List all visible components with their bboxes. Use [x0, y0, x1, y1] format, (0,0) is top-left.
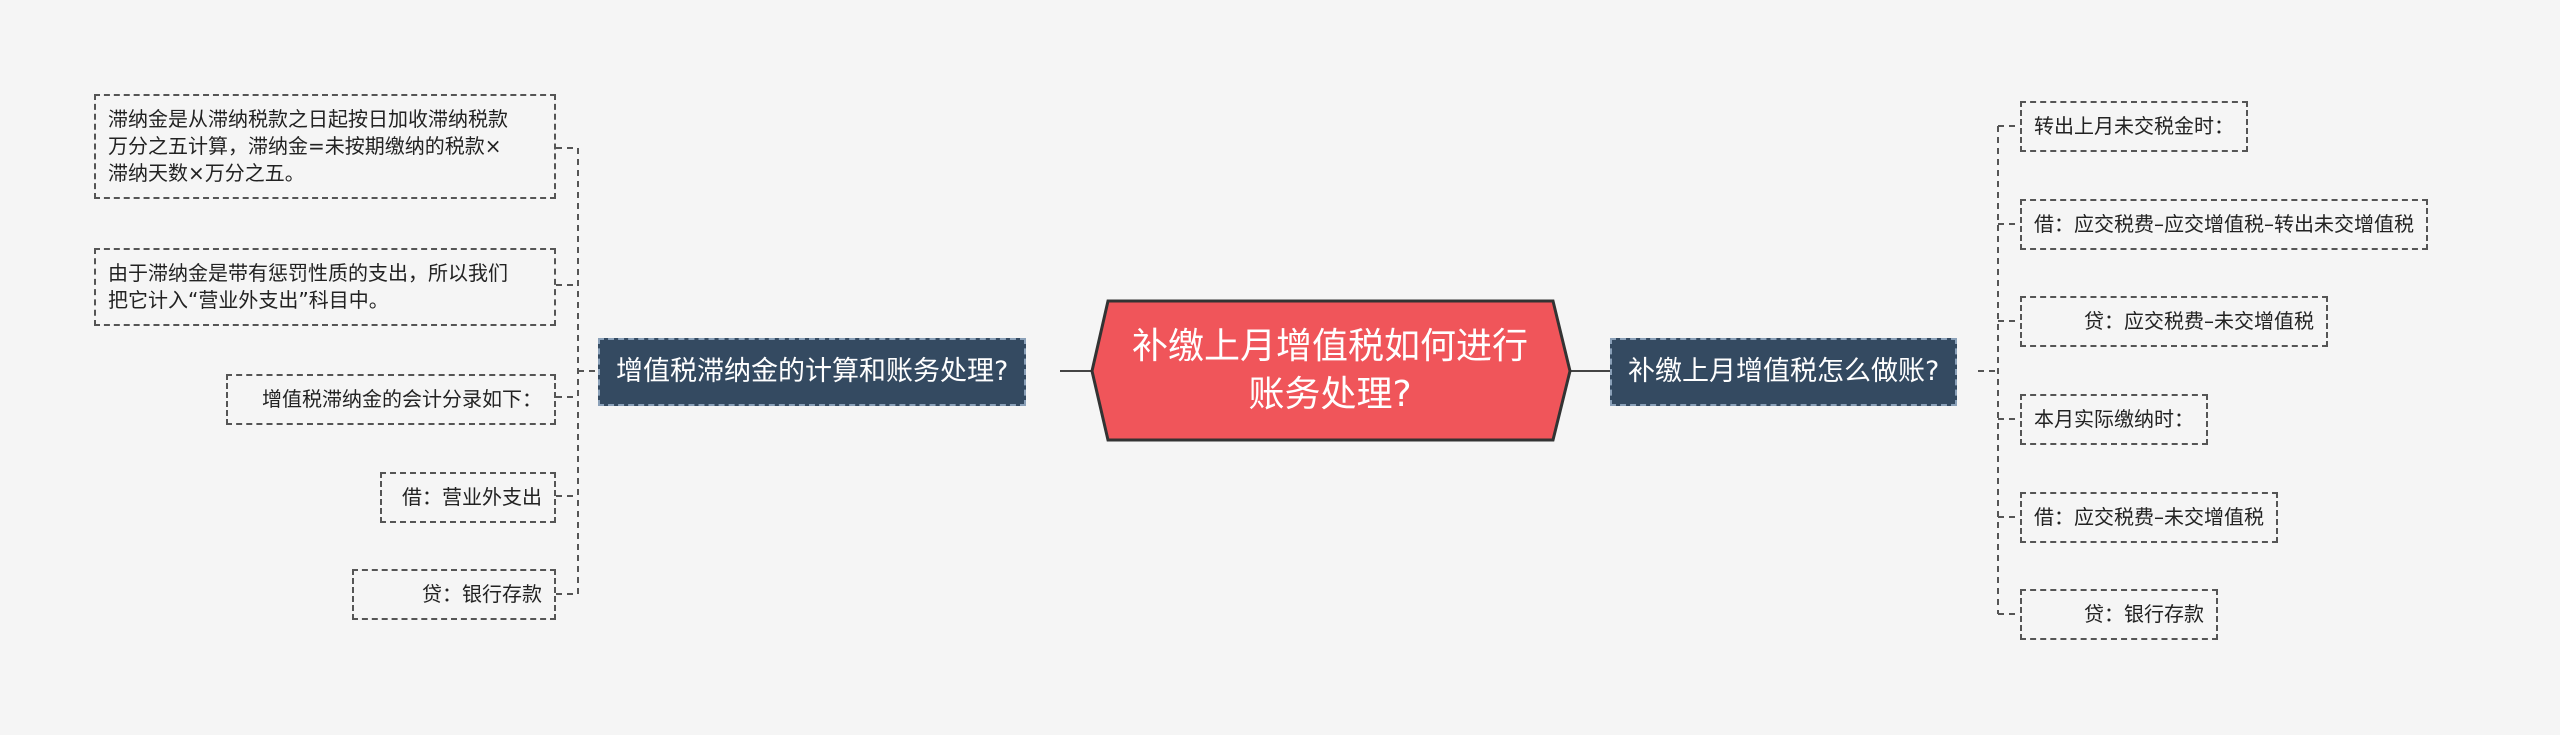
leaf-right-6-text: 贷：银行存款	[2084, 602, 2204, 626]
leaf-left-2-text: 由于滞纳金是带有惩罚性质的支出，所以我们 把它计入“营业外支出”科目中。	[108, 261, 508, 312]
leaf-right-2-text: 借：应交税费–应交增值税–转出未交增值税	[2034, 212, 2414, 236]
leaf-left-5-text: 贷：银行存款	[422, 582, 542, 606]
leaf-left-4[interactable]: 借：营业外支出	[380, 472, 556, 523]
leaf-right-4[interactable]: 本月实际缴纳时：	[2020, 394, 2208, 445]
leaf-left-3-text: 增值税滞纳金的会计分录如下：	[262, 387, 542, 411]
root-node[interactable]: 补缴上月增值税如何进行 账务处理?	[1090, 302, 1570, 440]
leaf-right-5[interactable]: 借：应交税费–未交增值税	[2020, 492, 2278, 543]
leaf-right-3[interactable]: 贷：应交税费–未交增值税	[2020, 296, 2328, 347]
leaf-right-4-text: 本月实际缴纳时：	[2034, 407, 2194, 431]
leaf-right-1-text: 转出上月未交税金时：	[2034, 114, 2234, 138]
root-title: 补缴上月增值税如何进行 账务处理?	[1131, 326, 1528, 415]
branch-left[interactable]: 增值税滞纳金的计算和账务处理?	[598, 338, 1027, 406]
leaf-left-3[interactable]: 增值税滞纳金的会计分录如下：	[226, 374, 556, 425]
leaf-right-1[interactable]: 转出上月未交税金时：	[2020, 101, 2248, 152]
branch-left-label: 增值税滞纳金的计算和账务处理?	[616, 356, 1009, 387]
leaf-right-5-text: 借：应交税费–未交增值税	[2034, 505, 2264, 529]
leaf-right-6[interactable]: 贷：银行存款	[2020, 589, 2218, 640]
leaf-right-2[interactable]: 借：应交税费–应交增值税–转出未交增值税	[2020, 199, 2428, 250]
leaf-left-1-text: 滞纳金是从滞纳税款之日起按日加收滞纳税款 万分之五计算，滞纳金=未按期缴纳的税款…	[108, 107, 508, 185]
leaf-left-1[interactable]: 滞纳金是从滞纳税款之日起按日加收滞纳税款 万分之五计算，滞纳金=未按期缴纳的税款…	[94, 94, 556, 199]
leaf-left-4-text: 借：营业外支出	[402, 485, 542, 509]
leaf-left-5[interactable]: 贷：银行存款	[352, 569, 556, 620]
branch-right[interactable]: 补缴上月增值税怎么做账?	[1610, 338, 1958, 406]
leaf-right-3-text: 贷：应交税费–未交增值税	[2084, 309, 2314, 333]
branch-right-label: 补缴上月增值税怎么做账?	[1628, 356, 1940, 387]
leaf-left-2[interactable]: 由于滞纳金是带有惩罚性质的支出，所以我们 把它计入“营业外支出”科目中。	[94, 248, 556, 326]
